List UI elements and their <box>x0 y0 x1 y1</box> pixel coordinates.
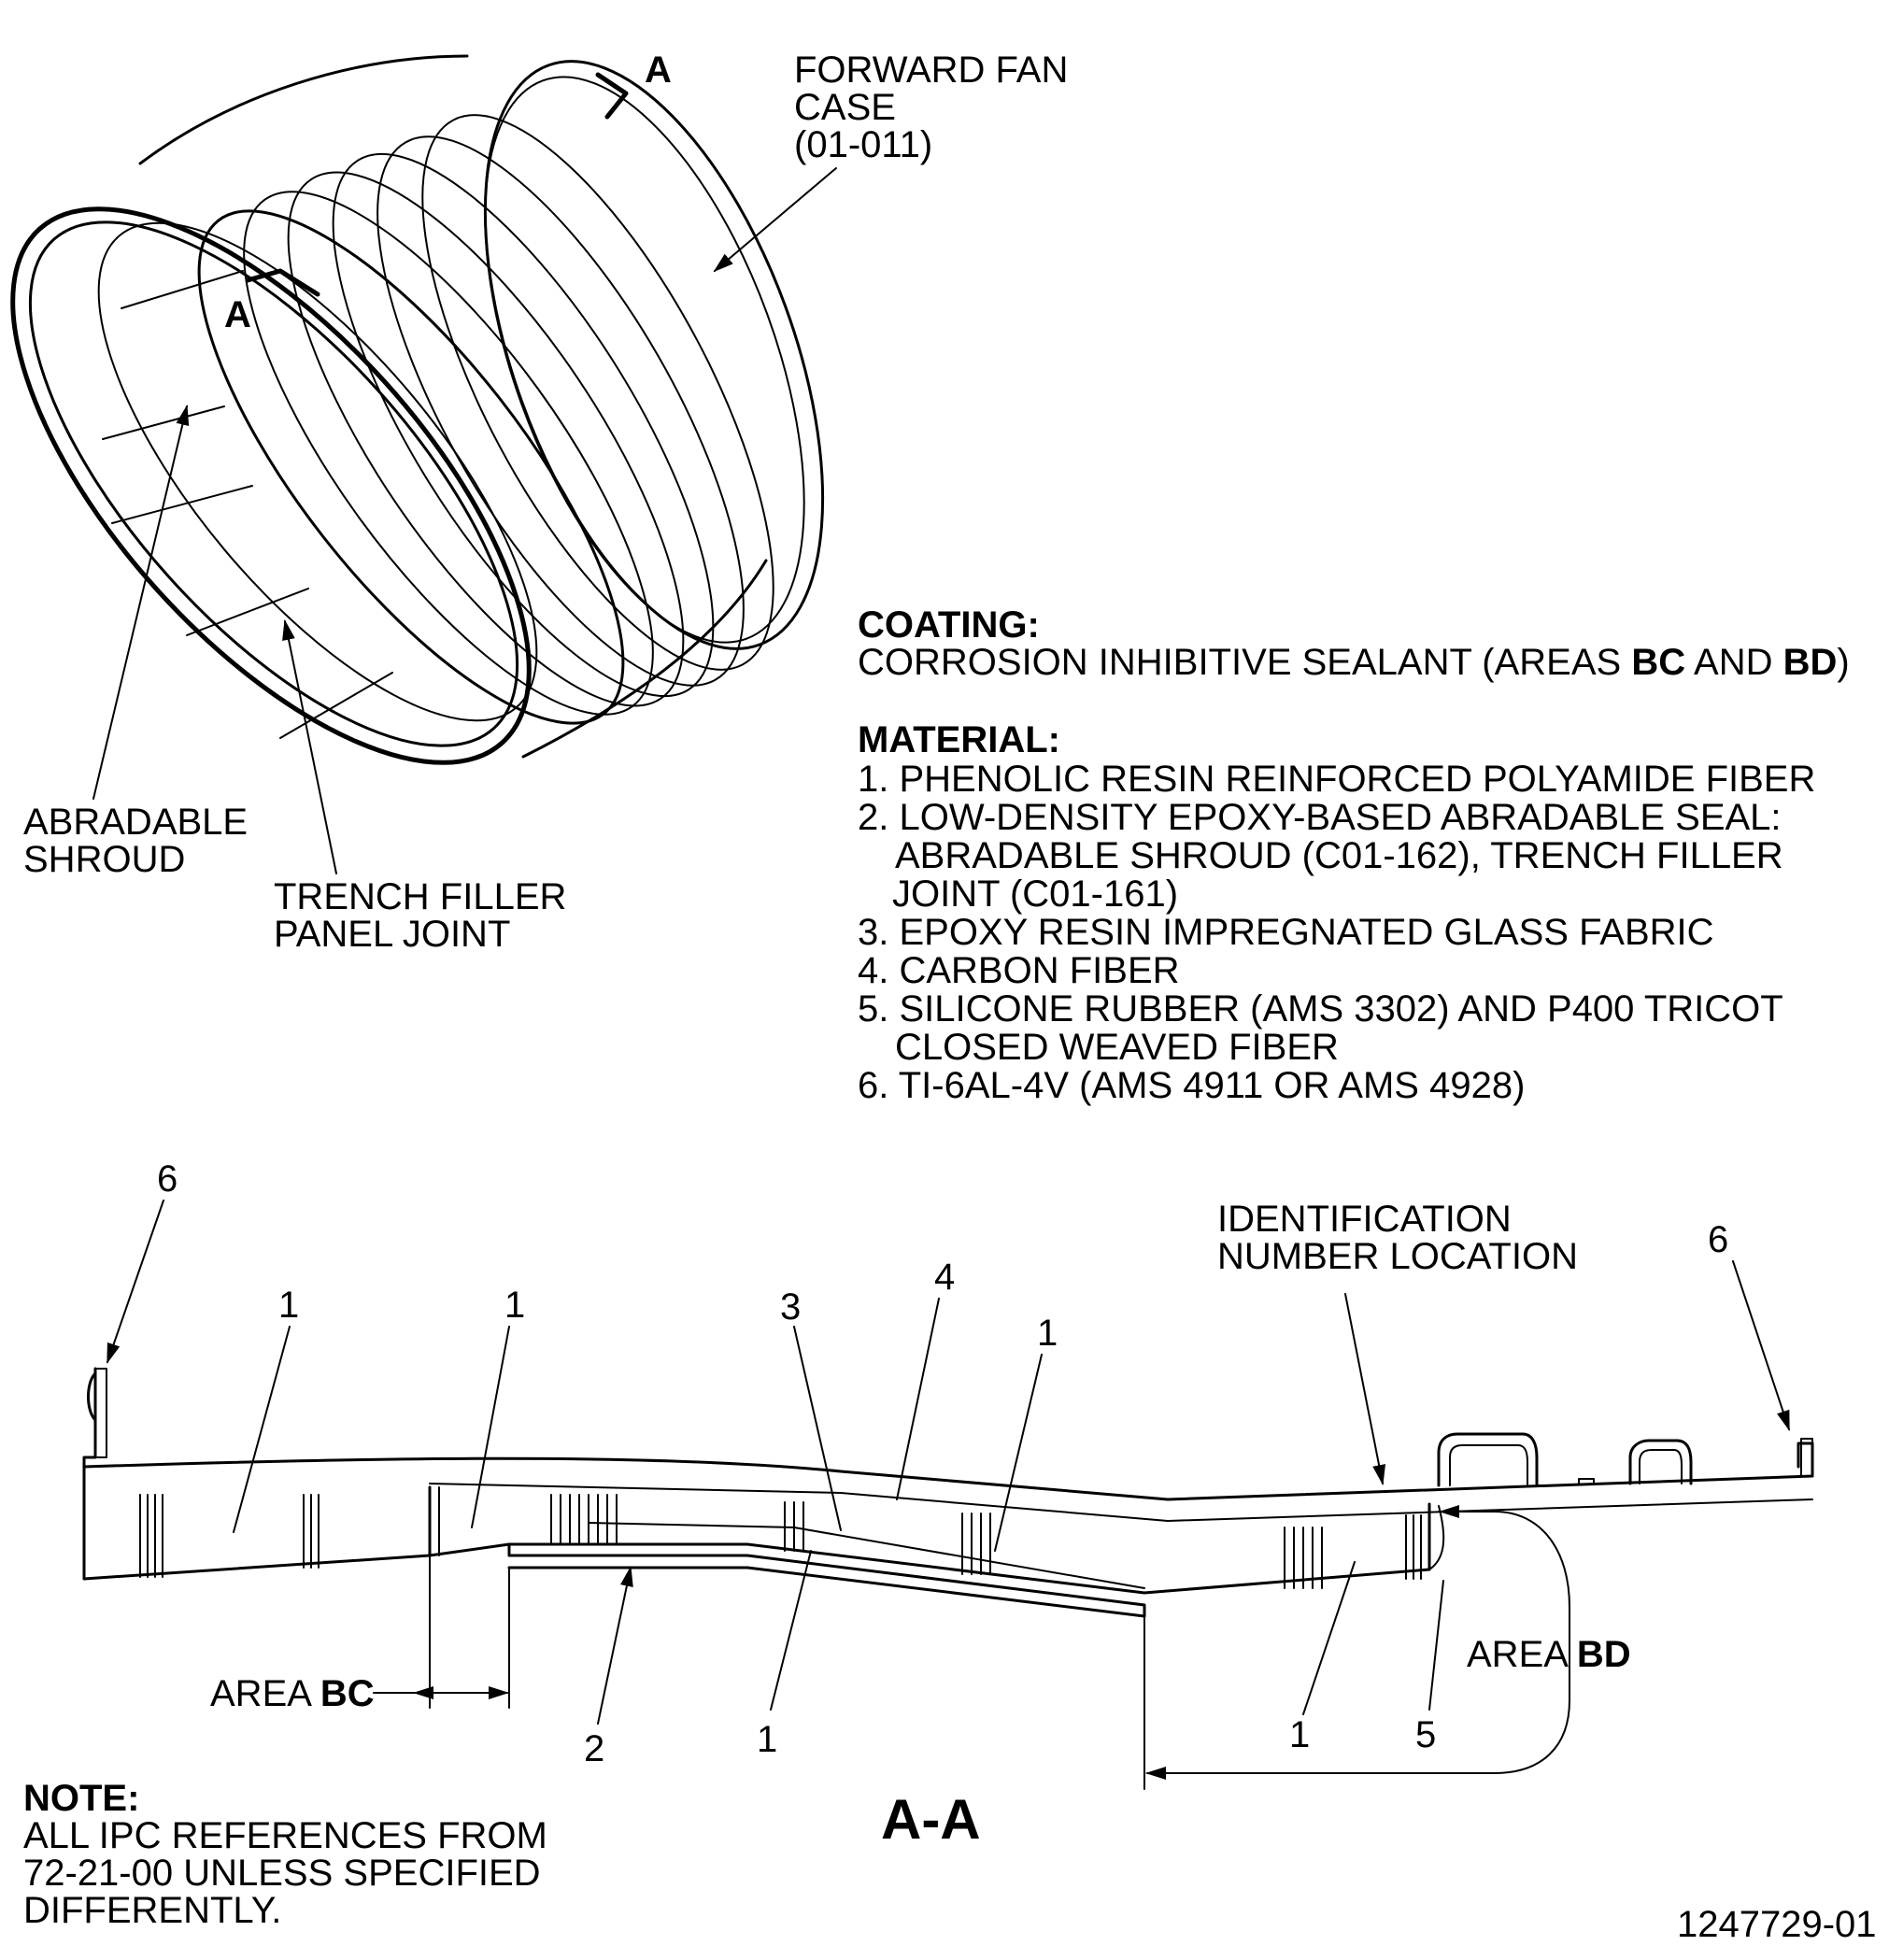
callout-6-left: 6 <box>157 1158 178 1200</box>
svg-text:PANEL JOINT: PANEL JOINT <box>274 914 510 955</box>
area-bc-label: AREA BC <box>210 1673 375 1714</box>
svg-text:(01-011): (01-011) <box>794 124 932 165</box>
svg-text:COATING:: COATING: <box>858 604 1040 646</box>
callout-1-b: 1 <box>504 1285 525 1326</box>
forward-fan-case-label: FORWARD FAN CASE (01-011) <box>794 50 1068 165</box>
callout-5: 5 <box>1415 1714 1436 1755</box>
leader-trench <box>282 619 337 874</box>
trench-filler-label: TRENCH FILLER PANEL JOINT <box>274 876 566 955</box>
svg-text:NUMBER LOCATION: NUMBER LOCATION <box>1217 1236 1578 1277</box>
svg-text:2. LOW-DENSITY EPOXY-BASED ABR: 2. LOW-DENSITY EPOXY-BASED ABRADABLE SEA… <box>858 797 1782 838</box>
identification-label: IDENTIFICATION NUMBER LOCATION <box>1217 1199 1578 1277</box>
section-aa-drawing <box>82 1367 1814 1790</box>
svg-text:6. TI-6AL-4V (AMS 4911 OR AMS: 6. TI-6AL-4V (AMS 4911 OR AMS 4928) <box>858 1065 1525 1106</box>
fan-case-drawing <box>10 54 825 765</box>
svg-text:72-21-00 UNLESS SPECIFIED: 72-21-00 UNLESS SPECIFIED <box>23 1853 541 1894</box>
svg-text:FORWARD FAN: FORWARD FAN <box>794 50 1068 91</box>
callout-1-d: 1 <box>757 1719 777 1760</box>
callout-1-e: 1 <box>1289 1714 1310 1755</box>
svg-text:NOTE:: NOTE: <box>23 1778 139 1819</box>
svg-text:3. EPOXY RESIN IMPREGNATED GLA: 3. EPOXY RESIN IMPREGNATED GLASS FABRIC <box>858 912 1714 953</box>
svg-text:ABRADABLE: ABRADABLE <box>23 802 248 843</box>
svg-text:CASE: CASE <box>794 87 896 128</box>
svg-text:JOINT (C01-161): JOINT (C01-161) <box>892 873 1178 915</box>
section-title: A-A <box>881 1788 981 1851</box>
section-marker-upper: A <box>645 50 672 91</box>
abradable-shroud-label: ABRADABLE SHROUD <box>23 802 248 880</box>
callout-1-a: 1 <box>278 1285 299 1326</box>
callout-3: 3 <box>780 1286 801 1328</box>
material-block: MATERIAL: 1. PHENOLIC RESIN REINFORCED P… <box>858 719 1815 1106</box>
coating-block: COATING: CORROSION INHIBITIVE SEALANT (A… <box>858 604 1850 683</box>
svg-text:ABRADABLE SHROUD (C01-162), TR: ABRADABLE SHROUD (C01-162), TRENCH FILLE… <box>895 835 1783 876</box>
svg-text:IDENTIFICATION: IDENTIFICATION <box>1217 1199 1512 1240</box>
callout-6-right: 6 <box>1708 1219 1728 1260</box>
callout-2: 2 <box>584 1728 604 1769</box>
callout-1-c: 1 <box>1037 1313 1058 1354</box>
svg-text:5. SILICONE RUBBER (AMS 3302): 5. SILICONE RUBBER (AMS 3302) AND P400 T… <box>858 988 1783 1030</box>
callout-4: 4 <box>934 1257 955 1298</box>
svg-text:DIFFERENTLY.: DIFFERENTLY. <box>23 1890 281 1931</box>
section-marker-lower: A <box>224 294 251 335</box>
note-block: NOTE: ALL IPC REFERENCES FROM 72-21-00 U… <box>23 1778 547 1931</box>
svg-text:CLOSED WEAVED FIBER: CLOSED WEAVED FIBER <box>895 1027 1339 1068</box>
svg-text:MATERIAL:: MATERIAL: <box>858 719 1060 760</box>
area-bd-label: AREA BD <box>1467 1634 1631 1675</box>
svg-text:ALL IPC REFERENCES FROM: ALL IPC REFERENCES FROM <box>23 1815 547 1856</box>
leader-fan-case <box>713 167 837 273</box>
svg-text:4. CARBON FIBER: 4. CARBON FIBER <box>858 950 1180 991</box>
svg-text:CORROSION INHIBITIVE SEALANT (: CORROSION INHIBITIVE SEALANT (AREAS BC A… <box>858 642 1850 683</box>
section-leaders <box>107 1200 1790 1725</box>
drawing-number: 1247729-01 <box>1677 1904 1877 1945</box>
svg-text:TRENCH FILLER: TRENCH FILLER <box>274 876 566 917</box>
leader-abradable <box>92 405 190 800</box>
svg-text:1. PHENOLIC RESIN REINFORCED P: 1. PHENOLIC RESIN REINFORCED POLYAMIDE F… <box>858 759 1815 800</box>
svg-text:SHROUD: SHROUD <box>23 839 185 880</box>
